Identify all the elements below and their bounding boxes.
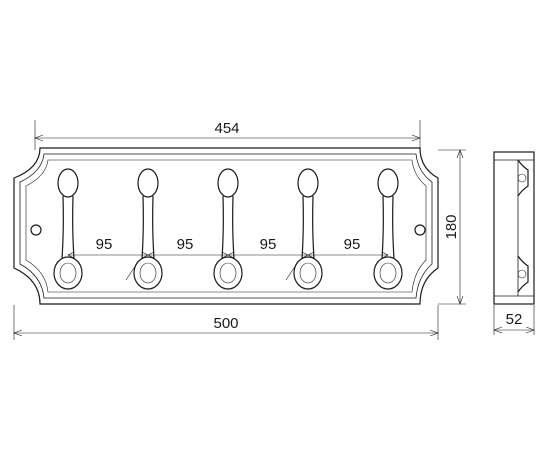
dimension-label-500: 500 [213,315,238,332]
dimension-label-180: 180 [443,214,460,239]
dimension-label-52: 52 [506,311,523,328]
dimension-depth: 52 [493,305,535,335]
hook-2 [133,168,163,290]
side-view [493,151,535,305]
board-inner-outline [19,153,433,299]
hook-spacing-label-1: 95 [96,236,113,253]
hook-spacing-label-4: 95 [344,236,361,253]
hook-5 [373,168,403,290]
front-view: 95 95 95 95 [13,147,439,305]
hook-spacing-label-3: 95 [260,236,277,253]
dimension-label-454: 454 [214,120,239,137]
dimension-overall-width: 500 [13,305,439,340]
hook-spacing-dimensions: 95 95 95 95 [67,236,389,281]
board-outline [13,147,439,305]
hook-1 [53,168,83,290]
board-step-line [25,159,427,293]
hook-spacing-label-2: 95 [177,236,194,253]
dimension-height: 180 [438,149,466,305]
hook-3 [213,168,243,290]
mounting-hole-right [414,224,426,236]
mounting-hole-left [30,224,42,236]
dimension-inner-width: 454 [34,120,421,150]
hook-4 [293,168,323,290]
